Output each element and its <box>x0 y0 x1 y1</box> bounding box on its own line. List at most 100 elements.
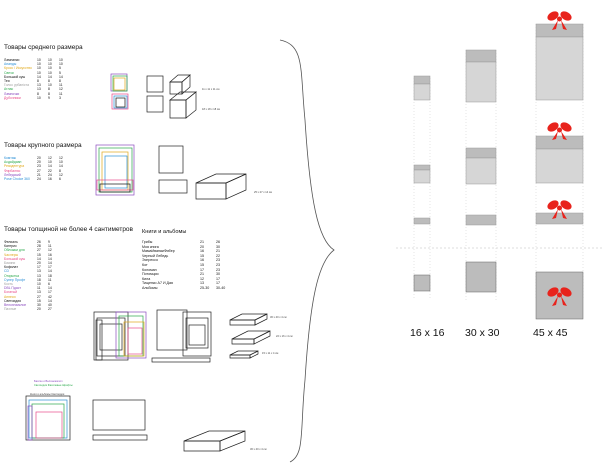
size-30-column <box>465 49 497 300</box>
row-value: 5 <box>59 66 61 71</box>
bottom-flat-rects <box>92 399 148 441</box>
row-value: 6 <box>59 177 61 182</box>
row-value: 10 <box>48 62 52 67</box>
row-value: 10 <box>48 83 52 88</box>
bow-icon-1 <box>547 11 572 30</box>
bottom-box-iso <box>183 430 246 452</box>
row-name: Тея <box>4 79 10 84</box>
size-45-column <box>535 23 584 320</box>
row-name: Дубочники <box>4 95 21 100</box>
row-value: 27 <box>37 294 41 299</box>
row-value: 17 <box>48 290 52 295</box>
row-value: 10 <box>48 58 52 62</box>
row-value: 12 <box>200 276 204 281</box>
row-value: 17 <box>200 267 204 272</box>
row-name: Большой куш <box>4 256 26 261</box>
table-row: Аннеси 27 42 <box>4 295 59 299</box>
size-label-45: 45 x 45 <box>533 327 568 339</box>
row-name: МамаИванаиФибер <box>142 249 175 254</box>
row-value: 13 <box>37 269 41 274</box>
row-value: 24 <box>48 172 52 177</box>
row-value: 20 <box>200 244 204 249</box>
row-name: Резидентура <box>4 164 25 169</box>
row-value: 14 <box>48 298 52 303</box>
bottom-overlap-rects <box>25 395 71 441</box>
table-row: Кросс / Искусство 10 10 5 <box>4 66 70 70</box>
row-value: 27 <box>37 168 41 173</box>
row-value: 10 <box>37 95 41 100</box>
row-value: 13 <box>200 281 204 286</box>
row-value: 10 <box>37 66 41 71</box>
bottom-legend-2: Светоидия Фасолевые Шрифты <box>34 384 73 387</box>
row-name: Кантрис <box>4 244 17 249</box>
bottom-dims: 30 x 40 x 4 см <box>250 448 267 451</box>
medium-cube-flat <box>146 75 164 113</box>
row-value: 42 <box>48 294 52 299</box>
row-name: Грибы <box>142 240 153 244</box>
row-value: 12 <box>59 156 63 160</box>
section-medium-title: Товары среднего размера <box>4 44 83 51</box>
row-value: 13 <box>37 87 41 92</box>
row-value: 20 <box>37 160 41 165</box>
row-value: 22 <box>216 253 220 258</box>
row-value: 5 <box>59 70 61 75</box>
row-name: Кросс / Искусство <box>4 66 32 71</box>
row-name: Аннеси <box>4 294 16 299</box>
row-value: 10 <box>59 62 63 67</box>
row-value: 10 <box>37 62 41 67</box>
row-value: 14 <box>48 286 52 291</box>
row-value: 10 <box>48 66 52 71</box>
row-value: 10 <box>48 160 52 165</box>
size-label-16: 16 x 16 <box>410 327 445 339</box>
row-value: 8 <box>48 91 50 96</box>
row-value: 15 <box>37 252 41 257</box>
row-value: 10 <box>59 58 63 62</box>
row-value: 17 <box>48 265 52 270</box>
thin-box-iso-2 <box>231 330 271 345</box>
size-label-30: 30 x 30 <box>465 327 500 339</box>
row-value: 13 <box>37 273 41 278</box>
row-value: 15 <box>200 253 204 258</box>
row-value: 14 <box>48 256 52 261</box>
row-name: Кофилат <box>4 265 18 270</box>
large-flat-boxes <box>158 145 188 194</box>
row-value: 20 <box>37 307 41 312</box>
row-name: Кила <box>142 276 151 281</box>
row-value: 27 <box>37 248 41 253</box>
thin-box-iso-3 <box>229 350 259 359</box>
row-name: Альбомы <box>142 285 158 290</box>
row-name: Супер Профт <box>4 277 26 282</box>
row-value: 8 <box>59 79 61 84</box>
large-dims: 25 x 27 x 14 см <box>254 191 272 194</box>
row-value: 11 <box>59 91 63 96</box>
row-value: 16 <box>200 249 204 254</box>
row-value: 20 <box>37 156 41 160</box>
bow-icon-3 <box>547 200 572 219</box>
row-value: 8 <box>59 168 61 173</box>
row-value: 15 <box>200 262 204 267</box>
bottom-caption: Книги и альбомы Светоидия <box>30 393 65 396</box>
row-value: 16 <box>200 258 204 263</box>
section-large-title: Товары крупного размера <box>4 142 82 149</box>
row-name: Часлеры <box>4 252 19 257</box>
curly-brace <box>279 39 335 463</box>
row-name: Богатый <box>4 290 17 295</box>
medium-cube-iso-2 <box>169 91 197 119</box>
row-value: 30-40 <box>216 285 226 290</box>
row-value: 8 <box>37 91 39 96</box>
row-value: 14 <box>48 164 52 169</box>
row-value: 22 <box>48 168 52 173</box>
